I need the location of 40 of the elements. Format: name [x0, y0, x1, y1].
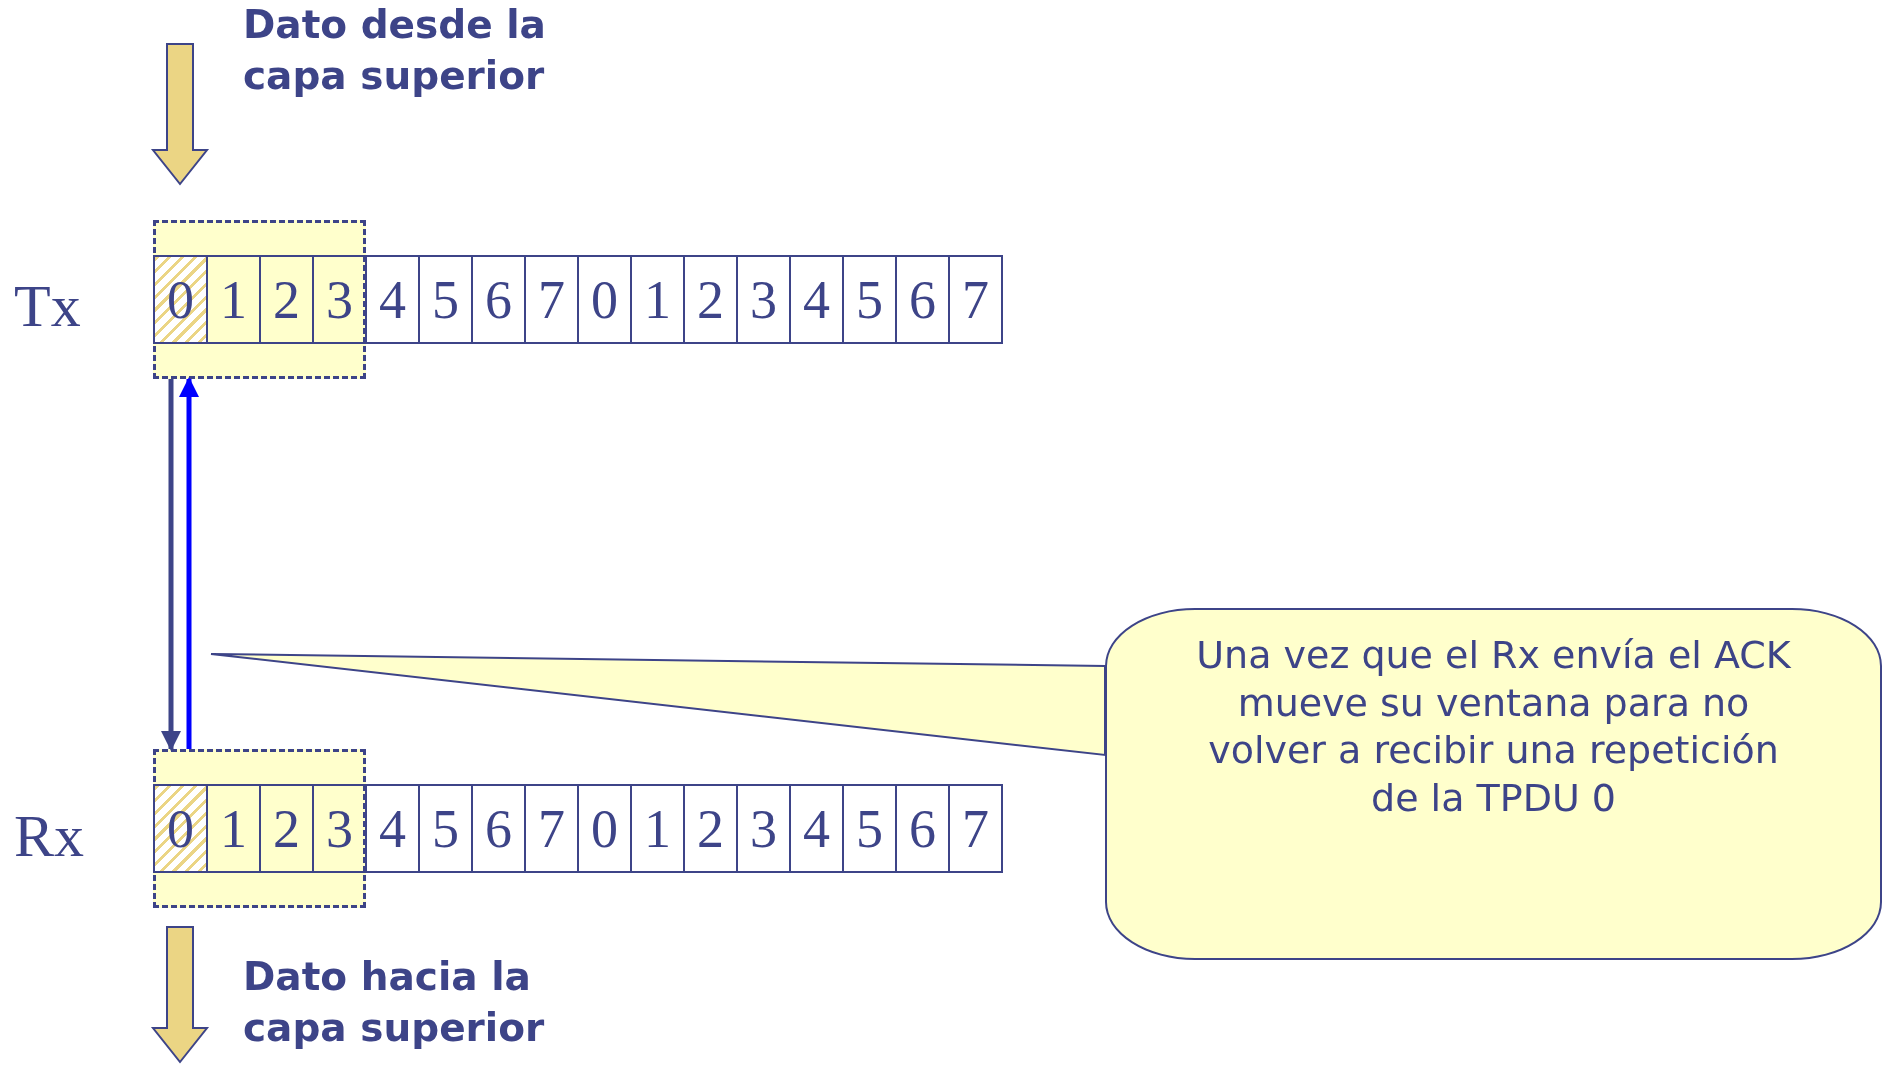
sequence-number-cell: 7 — [524, 784, 579, 873]
row-label: Tx — [14, 272, 81, 341]
speech-bubble: Una vez que el Rx envía el ACK mueve su ventana para no volver a recibir una repetición de la TPDU 0 — [1105, 608, 1882, 960]
sequence-number-cell: 6 — [471, 255, 526, 344]
sequence-number-cell: 0 — [577, 784, 632, 873]
sliding-window-frame — [153, 749, 366, 908]
sequence-number-cell: 4 — [365, 255, 420, 344]
caption-text: Dato desde la capa superior — [243, 1, 547, 100]
sequence-number-cell: 4 — [789, 784, 844, 873]
sequence-number-cell: 5 — [842, 784, 897, 873]
sequence-number-cell: 2 — [683, 784, 738, 873]
sequence-number-cell: 6 — [895, 784, 950, 873]
sequence-number-cell: 6 — [471, 784, 526, 873]
sequence-number-cell: 0 — [577, 255, 632, 344]
sequence-number-cell: 7 — [948, 784, 1003, 873]
sequence-number-cell: 4 — [789, 255, 844, 344]
sequence-number-cell: 2 — [259, 784, 314, 873]
sequence-number-cell: 1 — [206, 784, 261, 873]
sequence-number-cell: 7 — [948, 255, 1003, 344]
sequence-number-cell: 5 — [842, 255, 897, 344]
sequence-number-cell: 3 — [736, 784, 791, 873]
sequence-number-cell: 1 — [630, 255, 685, 344]
sequence-number-cell: 1 — [630, 784, 685, 873]
sequence-number-cell: 5 — [418, 255, 473, 344]
sequence-number-cell: 7 — [524, 255, 579, 344]
arrow — [161, 379, 181, 751]
sequence-number-cell: 1 — [206, 255, 261, 344]
row-label: Rx — [14, 802, 85, 871]
caption-text: Dato hacia la capa superior — [243, 953, 546, 1052]
callout-pointer — [210, 653, 1106, 757]
sequence-number-cell: 2 — [683, 255, 738, 344]
sequence-number-cell: 3 — [736, 255, 791, 344]
sequence-number-cell: 4 — [365, 784, 420, 873]
sliding-window-frame — [153, 220, 366, 379]
sequence-number-cell: 2 — [259, 255, 314, 344]
arrow — [179, 377, 199, 749]
sequence-number-cell: 6 — [895, 255, 950, 344]
sequence-number-cell: 5 — [418, 784, 473, 873]
block-arrow — [150, 926, 210, 1064]
block-arrow — [150, 43, 210, 186]
